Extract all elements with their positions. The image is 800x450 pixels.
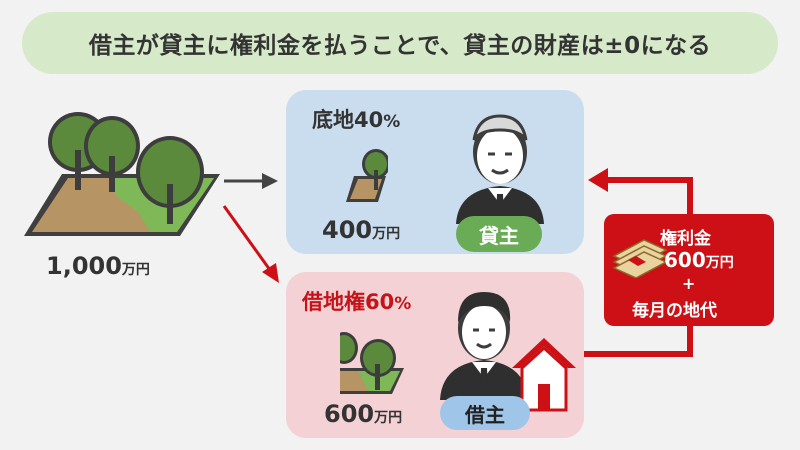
land-value: 1,000 <box>46 252 122 280</box>
tree-icon <box>84 116 140 192</box>
tenant-role-badge: 借主 <box>440 396 530 430</box>
land-illustration <box>24 112 220 236</box>
arrow-to-tenant <box>222 205 279 283</box>
payment-amount-label: 600万円 <box>664 248 734 272</box>
land-value-unit: 万円 <box>121 262 150 278</box>
tenant-amount-unit: 万円 <box>374 410 403 426</box>
tenant-role: 借主 <box>465 402 505 427</box>
landlord-heading-pct-unit: % <box>383 112 401 132</box>
tenant-heading-pct-unit: % <box>394 294 412 314</box>
tenant-heading: 借地権60% <box>302 286 411 316</box>
landlord-person-icon <box>456 114 544 224</box>
landlord-role: 貸主 <box>479 223 519 248</box>
tenant-heading-pct: 60 <box>365 290 395 314</box>
money-bundle-icon <box>612 239 668 278</box>
title-banner: 借主が貸主に権利金を払うことで、貸主の財産は±0になる <box>22 12 778 74</box>
tenant-amount-label: 600万円 <box>324 400 402 428</box>
arrow-to-landlord <box>224 173 278 189</box>
tenant-land-slice-icon <box>334 318 404 394</box>
page-title: 借主が貸主に権利金を払うことで、貸主の財産は±0になる <box>88 33 712 59</box>
payment-line1: 権利金 <box>660 229 711 249</box>
landlord-role-badge: 貸主 <box>456 216 542 252</box>
payment-amount: 600 <box>664 248 706 272</box>
landlord-amount-unit: 万円 <box>372 226 401 242</box>
house-icon <box>512 338 576 412</box>
land-value-label: 1,000万円 <box>46 252 150 280</box>
payment-amount-unit: 万円 <box>705 255 734 271</box>
payment-line4: 毎月の地代 <box>632 301 717 321</box>
tenant-person-icon <box>440 292 528 400</box>
landlord-land-slice-icon <box>346 144 404 204</box>
landlord-amount: 400 <box>322 216 373 244</box>
payment-plus: + <box>682 274 696 293</box>
tree-icon <box>136 136 204 224</box>
tenant-amount: 600 <box>324 400 375 428</box>
landlord-heading-pct: 40 <box>354 108 384 132</box>
landlord-heading: 底地40% <box>312 104 400 134</box>
landlord-heading-text: 底地 <box>312 108 354 132</box>
landlord-amount-label: 400万円 <box>322 216 400 244</box>
tenant-heading-text: 借地権 <box>302 290 365 314</box>
